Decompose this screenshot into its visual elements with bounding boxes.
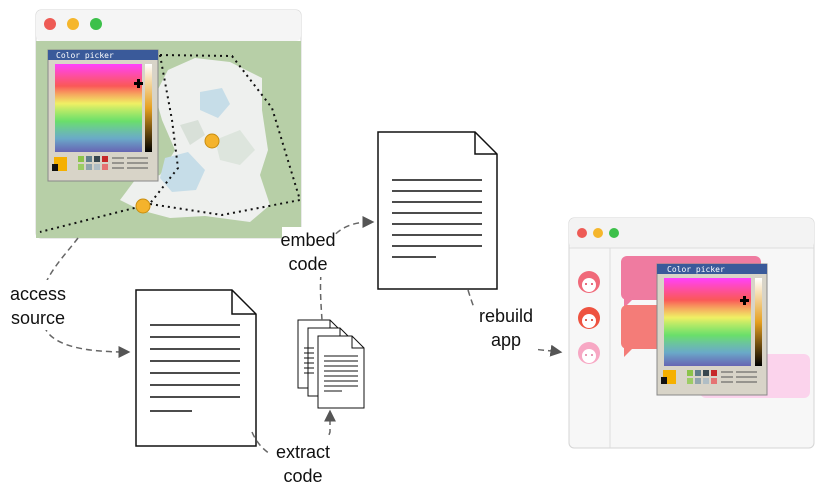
zoom-dot[interactable] bbox=[90, 18, 102, 30]
minimize-dot[interactable] bbox=[67, 18, 79, 30]
close-dot[interactable] bbox=[577, 228, 587, 238]
right-app-window: Color picker bbox=[568, 217, 815, 449]
brightness-slider[interactable] bbox=[145, 64, 152, 152]
source-document bbox=[135, 289, 257, 447]
embedded-code-document bbox=[377, 131, 498, 290]
svg-text:source: source bbox=[11, 308, 65, 328]
map-marker[interactable] bbox=[135, 198, 151, 214]
zoom-dot[interactable] bbox=[609, 228, 619, 238]
extract-code-arrow bbox=[251, 409, 336, 462]
color-picker-panel: Color picker bbox=[656, 263, 768, 396]
picker-value-fields bbox=[112, 157, 148, 169]
close-dot[interactable] bbox=[44, 18, 56, 30]
access-source-label: access source bbox=[10, 280, 66, 330]
color-picker-title: Color picker bbox=[667, 265, 725, 274]
embed-code-label: embed code bbox=[280, 227, 336, 277]
crosshair-icon bbox=[134, 79, 143, 88]
swatch-grid[interactable] bbox=[78, 156, 108, 170]
color-picker-title: Color picker bbox=[56, 51, 114, 60]
crosshair-icon bbox=[740, 296, 749, 305]
minimize-dot[interactable] bbox=[593, 228, 603, 238]
picker-value-fields bbox=[721, 371, 757, 383]
avatar[interactable] bbox=[578, 342, 600, 364]
svg-text:rebuild: rebuild bbox=[479, 306, 533, 326]
rebuild-app-label: rebuild app bbox=[474, 303, 538, 353]
swatch-grid[interactable] bbox=[687, 370, 717, 384]
left-app-window: Color picker bbox=[35, 9, 302, 239]
map-marker[interactable] bbox=[204, 133, 220, 149]
selection-outline bbox=[39, 54, 302, 233]
svg-text:code: code bbox=[288, 254, 327, 274]
brightness-slider[interactable] bbox=[755, 278, 762, 366]
avatar[interactable] bbox=[578, 307, 600, 329]
color-picker-panel: Color picker bbox=[47, 49, 159, 182]
svg-text:app: app bbox=[491, 330, 521, 350]
extract-code-label: extract code bbox=[270, 437, 336, 487]
extracted-code-stack bbox=[297, 319, 365, 409]
svg-text:embed: embed bbox=[280, 230, 335, 250]
svg-text:access: access bbox=[10, 284, 66, 304]
svg-text:extract: extract bbox=[276, 442, 330, 462]
avatar[interactable] bbox=[578, 271, 600, 293]
svg-text:code: code bbox=[283, 466, 322, 486]
